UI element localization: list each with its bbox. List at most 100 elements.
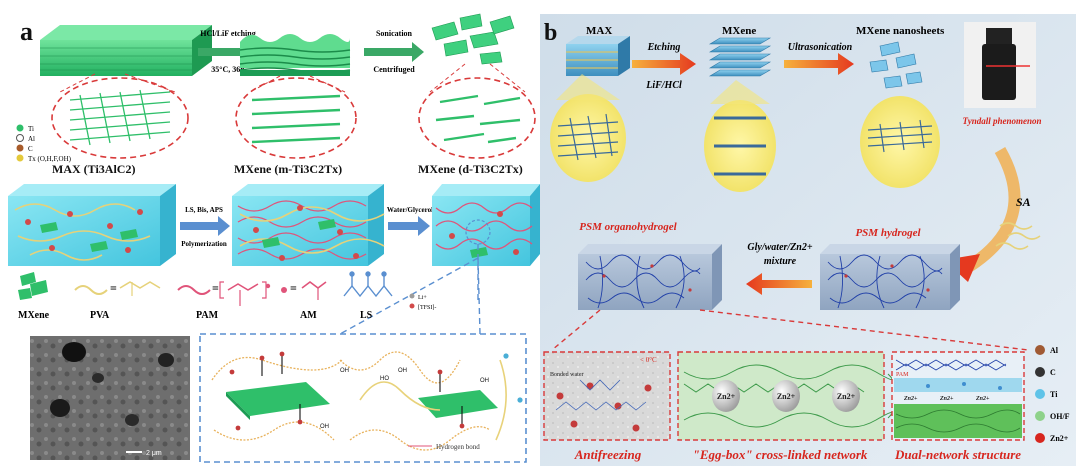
hydrogel-box-2	[232, 184, 385, 266]
panel-a-letter: a	[20, 17, 33, 46]
m-mxene-block	[239, 34, 351, 76]
max-lattice	[69, 89, 171, 146]
b-max-stack: MAX	[566, 25, 630, 76]
legend-b-zn: Zn2+	[1050, 434, 1069, 443]
b-max-lattice	[557, 113, 619, 161]
b-nanosheet-lattice	[867, 119, 933, 153]
svg-text:HCl/LiF etching: HCl/LiF etching	[200, 29, 255, 38]
label-m: MXene (m-Ti3C2Tx)	[234, 162, 342, 176]
panel-b: b MAX Etching LiF/HCl MXene	[540, 14, 1076, 466]
svg-text:=: =	[212, 281, 219, 295]
svg-text:Gly/water/Zn2+: Gly/water/Zn2+	[747, 242, 812, 253]
max-block	[40, 25, 212, 76]
hbond-legend: Hydrogen bond	[436, 443, 480, 451]
b-arrow-ultrasonication: Ultrasonication	[784, 42, 854, 75]
svg-text:Sonication: Sonication	[376, 29, 413, 38]
b-arrow-mixture: Gly/water/Zn2+ mixture	[746, 242, 813, 295]
legend-b-ti: Ti	[1050, 390, 1058, 399]
d-mxene-layers	[435, 94, 521, 144]
sa-label: SA	[1016, 195, 1031, 209]
b-nanosheet-zoom	[860, 96, 940, 188]
comp-am: AM	[300, 310, 317, 321]
molecular-zoom: OH HO OH OH OH Hydrogen bond	[199, 333, 527, 463]
comp-ls: LS	[360, 310, 373, 321]
arrow-water-glycerol: Water/Glycerol	[387, 206, 433, 236]
svg-text:< 0°C: < 0°C	[640, 356, 657, 364]
max-zoom-ellipse	[51, 77, 189, 159]
svg-text:OH: OH	[340, 368, 349, 374]
b-max-zoom	[550, 94, 626, 182]
svg-text:Zn2+: Zn2+	[903, 396, 918, 402]
svg-text:Li+: Li+	[418, 295, 427, 301]
comp-mxene: MXene	[18, 310, 50, 321]
legend-tx: Tx (O,H,F,OH)	[28, 155, 72, 163]
dual-caption: Dual-network structure	[894, 447, 1021, 462]
svg-text:Etching: Etching	[647, 42, 681, 53]
svg-text:HO: HO	[380, 376, 389, 382]
legend-c: C	[28, 145, 33, 153]
legend-b-ohf: OH/F	[1050, 412, 1070, 421]
psm-organohydrogel-label: PSM organohydrogel	[579, 221, 677, 233]
panel-b-legend: Al C Ti OH/F Zn2+	[1035, 345, 1070, 443]
sem-scale-bar: 2 μm	[146, 450, 162, 457]
hydrogel-box-1	[8, 184, 176, 266]
svg-text:Zn2+: Zn2+	[837, 392, 856, 401]
svg-text:LiF/HCl: LiF/HCl	[645, 80, 682, 91]
svg-text:Bonded water: Bonded water	[550, 372, 584, 378]
svg-text:Zn2+: Zn2+	[975, 396, 990, 402]
label-max: MAX (Ti3AlC2)	[52, 162, 135, 176]
svg-text:[TFSI]-: [TFSI]-	[418, 305, 436, 311]
legend-b-c: C	[1050, 368, 1056, 377]
panel-a-legend: Ti Al C Tx (O,H,F,OH)	[16, 124, 72, 163]
eggbox-inset: Zn2+ Zn2+ Zn2+	[677, 351, 893, 441]
legend-ti: Ti	[28, 125, 34, 133]
b-mxene-layers	[714, 116, 766, 176]
antifreezing-caption: Antifreezing	[574, 447, 642, 462]
m-mxene-layers	[251, 94, 341, 144]
svg-text:MXene nanosheets: MXene nanosheets	[856, 25, 945, 37]
svg-text:Zn2+: Zn2+	[939, 396, 954, 402]
svg-text:35°C, 36h: 35°C, 36h	[211, 65, 245, 74]
psm-hydrogel-box	[820, 244, 960, 310]
svg-text:Water/Glycerol: Water/Glycerol	[387, 206, 433, 214]
antifreezing-inset: Bonded water < 0°C	[543, 351, 671, 441]
svg-text:MAX: MAX	[586, 25, 612, 37]
psm-organohydrogel-box	[578, 244, 722, 310]
svg-text:Centrifuged: Centrifuged	[373, 65, 415, 74]
b-mxene-stack: MXene	[708, 25, 772, 77]
comp-ls-icon	[343, 271, 393, 298]
tyndall-label: Tyndall phenomenon	[963, 116, 1042, 126]
arrow-sonication: Sonication Centrifuged	[364, 29, 424, 74]
comp-pam: PAM	[196, 310, 219, 321]
svg-text:=: =	[110, 281, 117, 295]
svg-text:PAM: PAM	[896, 372, 909, 378]
legend-b-al: Al	[1050, 346, 1059, 355]
svg-text:Zn2+: Zn2+	[717, 392, 736, 401]
svg-text:=: =	[290, 281, 297, 295]
psm-hydrogel-label: PSM hydrogel	[855, 227, 921, 239]
svg-text:Ultrasonication: Ultrasonication	[788, 42, 853, 53]
label-d: MXene (d-Ti3C2Tx)	[418, 162, 523, 176]
d-mxene-flakes	[431, 13, 515, 65]
svg-text:Zn2+: Zn2+	[777, 392, 796, 401]
arrow-etching: HCl/LiF etching 35°C, 36h	[198, 29, 260, 74]
tyndall-photo: Tyndall phenomenon	[963, 22, 1042, 126]
svg-text:LS, Bis, APS: LS, Bis, APS	[185, 206, 223, 214]
panel-a: a Ti Al C	[8, 13, 540, 463]
svg-text:mixture: mixture	[764, 256, 797, 267]
panel-b-letter: b	[544, 20, 557, 46]
svg-text:OH: OH	[480, 378, 489, 384]
comp-mxene-icon	[18, 272, 48, 300]
hydrogel-box-3	[432, 184, 540, 266]
comp-pva: PVA	[90, 310, 110, 321]
b-arrow-etching: Etching LiF/HCl	[632, 42, 696, 91]
component-row: MXene = PVA = PAM = AM	[18, 271, 436, 321]
svg-text:OH: OH	[320, 424, 329, 430]
sem-image: 2 μm	[30, 336, 190, 460]
b-curved-arrow	[966, 147, 1021, 272]
dual-network-inset: PAM Zn2+ Zn2+ Zn2+	[891, 351, 1025, 441]
sa-chains	[995, 222, 1041, 250]
b-nanosheets: MXene nanosheets	[856, 25, 945, 89]
